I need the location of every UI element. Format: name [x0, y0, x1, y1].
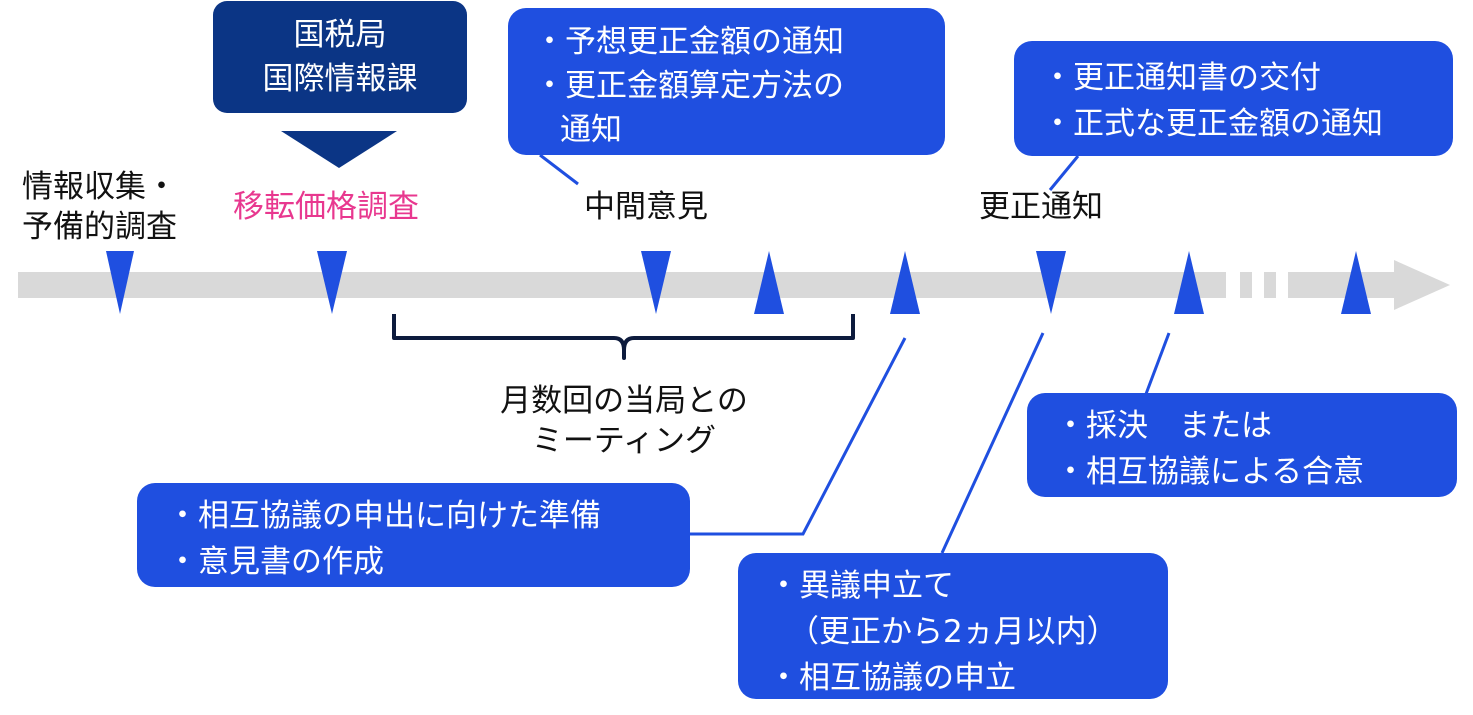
connector-decision	[1144, 332, 1171, 395]
label-interim-opinion: 中間意見	[584, 189, 708, 225]
box-tax-bureau-line2: 国際情報課	[262, 61, 418, 97]
label-meetings-line1: 月数回の当局との	[500, 383, 748, 419]
timeline-gap	[1252, 268, 1264, 302]
tax-bureau-pointer	[281, 131, 397, 168]
box-decision-line1: ・採決 または	[1055, 408, 1272, 444]
box-decision: ・採決 または ・相互協議による合意	[1027, 393, 1457, 497]
box-interim-notice: ・予想更正金額の通知 ・更正金額算定方法の 通知	[508, 8, 945, 155]
label-meetings: 月数回の当局との ミーティング	[464, 381, 784, 461]
timeline-arrowhead	[1394, 260, 1450, 310]
connector-objection	[940, 332, 1045, 554]
connector-preparation	[690, 337, 907, 536]
timeline-gap	[1276, 268, 1288, 302]
label-info-collection-line2: 予備的調査	[22, 209, 177, 245]
box-interim-notice-line3: 通知	[560, 112, 622, 148]
box-preparation: ・相互協議の申出に向けた準備 ・意見書の作成	[137, 483, 690, 587]
connector-correction-delivery	[1048, 155, 1080, 191]
marker-up-1	[754, 251, 784, 314]
box-correction-delivery-line2: ・正式な更正金額の通知	[1042, 106, 1383, 142]
marker-up-4	[1341, 251, 1371, 314]
connector-interim-notice	[539, 153, 579, 186]
marker-down-info-collection	[106, 251, 134, 314]
box-tax-bureau: 国税局 国際情報課	[213, 1, 467, 113]
timeline-shaft	[18, 272, 1398, 298]
box-interim-notice-line1: ・予想更正金額の通知	[534, 24, 844, 60]
label-info-collection-line1: 情報収集・	[22, 169, 177, 205]
box-preparation-line1: ・相互協議の申出に向けた準備	[167, 498, 601, 534]
label-transfer-pricing-audit: 移転価格調査	[233, 189, 419, 225]
marker-up-3	[1174, 251, 1204, 314]
marker-up-2	[890, 251, 920, 314]
box-decision-line2: ・相互協議による合意	[1055, 454, 1365, 490]
marker-down-interim-opinion	[641, 251, 671, 314]
label-correction-notice: 更正通知	[979, 189, 1103, 225]
box-correction-delivery-line1: ・更正通知書の交付	[1042, 60, 1321, 96]
box-tax-bureau-line1: 国税局	[293, 17, 387, 53]
box-objection-line1: ・異議申立て	[768, 568, 954, 604]
box-preparation-line2: ・意見書の作成	[167, 544, 384, 580]
box-interim-notice-line2: ・更正金額算定方法の	[534, 68, 844, 104]
marker-down-transfer-pricing	[317, 251, 347, 314]
marker-down-correction-notice	[1036, 251, 1066, 314]
box-objection-line3: ・相互協議の申立	[768, 660, 1016, 696]
box-objection: ・異議申立て （更正から2ヵ月以内） ・相互協議の申立	[738, 553, 1168, 699]
timeline-gap	[1226, 268, 1240, 302]
meeting-period-brace	[392, 314, 855, 360]
label-info-collection: 情報収集・ 予備的調査	[22, 167, 177, 247]
box-objection-line2: （更正から2ヵ月以内）	[788, 614, 1118, 650]
label-meetings-line2: ミーティング	[531, 423, 717, 459]
box-correction-delivery: ・更正通知書の交付 ・正式な更正金額の通知	[1014, 41, 1453, 156]
